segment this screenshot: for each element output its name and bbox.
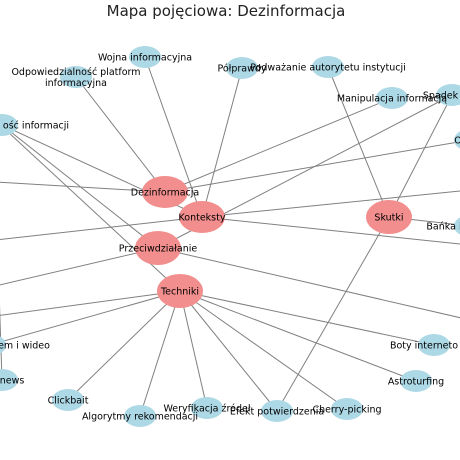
- node-podwazanie-shape: [312, 56, 344, 78]
- node-manipulacja-label: Manipulacja informacją: [337, 94, 447, 105]
- node-dezinformacja-label: Dezinformacja: [131, 188, 199, 199]
- node-spadek-shape: [436, 84, 460, 106]
- node-em_wideo-shape: [0, 336, 6, 354]
- node-astroturfing: Astroturfing: [388, 370, 444, 392]
- edge-techniki-em_wideo: [0, 290, 181, 343]
- node-em_wideo: em i wideo: [0, 336, 50, 354]
- node-konteksty: Konteksty: [179, 201, 226, 233]
- diagram-title: Mapa pojęciowa: Dezinformacja: [107, 2, 346, 20]
- edge-dezinformacja-odpowiedzialnosc: [75, 76, 166, 193]
- node-astroturfing-shape: [400, 370, 432, 392]
- node-dezinformacja-shape: [142, 176, 188, 208]
- node-em_wideo-label: em i wideo: [0, 341, 50, 352]
- node-weryfikacja-label: Weryfikacja źródeł: [163, 404, 250, 415]
- node-news-label: news: [0, 376, 24, 387]
- node-skutki: Skutki: [366, 200, 412, 234]
- node-astroturfing-label: Astroturfing: [388, 377, 444, 388]
- node-wojna-shape: [129, 46, 161, 68]
- edge-konteksty-off_right_a: [201, 190, 460, 218]
- node-techniki-label: Techniki: [160, 287, 199, 298]
- edge-skutki-spadek: [388, 94, 453, 218]
- node-o_right-label: O: [454, 136, 460, 147]
- node-techniki: Techniki: [157, 274, 203, 308]
- node-polprawdy-shape: [226, 57, 258, 79]
- node-clickbait-shape: [52, 389, 84, 411]
- edge-techniki-cherry: [179, 290, 348, 410]
- node-polprawdy-label: Półprawdy: [217, 64, 266, 75]
- edge-przeciwdzialanie-off_right_c: [157, 247, 460, 319]
- node-efekt-shape: [261, 400, 293, 422]
- node-skutki-label: Skutki: [374, 213, 403, 224]
- node-techniki-shape: [157, 274, 203, 308]
- node-osc_informacji: ość informacji: [0, 114, 69, 136]
- node-osc_informacji-shape: [0, 114, 18, 136]
- edge-konteksty-wojna: [144, 56, 203, 218]
- node-clickbait: Clickbait: [48, 389, 89, 411]
- node-efekt-label: Efekt potwierdzenia: [230, 407, 324, 418]
- edge-techniki-astroturfing: [179, 290, 417, 382]
- edge-przeciwdzialanie-osc_informacji: [1, 124, 159, 249]
- node-efekt: Efekt potwierdzenia: [230, 400, 324, 422]
- node-odpowiedzialnosc-shape: [60, 66, 92, 88]
- node-o_right: O: [454, 131, 460, 149]
- node-banka: Bańka i: [426, 217, 460, 235]
- node-algorytmy: Algorytmy rekomendacji: [82, 405, 198, 427]
- node-dezinformacja: Dezinformacja: [131, 176, 199, 208]
- node-spadek: Spadek zaufan: [423, 84, 460, 106]
- edge-skutki-podwazanie: [327, 66, 390, 218]
- edges-layer: [0, 56, 460, 417]
- node-o_right-shape: [454, 131, 460, 149]
- node-algorytmy-shape: [124, 405, 156, 427]
- node-manipulacja-shape: [376, 87, 408, 109]
- node-polprawdy: Półprawdy: [217, 57, 267, 79]
- node-przeciwdzialanie-shape: [135, 231, 181, 265]
- edge-skutki-efekt: [276, 216, 390, 412]
- node-podwazanie: Podważanie autorytetu instytucji: [250, 56, 406, 78]
- edge-techniki-efekt: [179, 290, 278, 412]
- node-banka-label: Bańka i: [426, 222, 460, 233]
- node-news-shape: [0, 369, 18, 391]
- node-banka-shape: [454, 217, 460, 235]
- node-konteksty-shape: [179, 201, 225, 233]
- edge-konteksty-off_right_b: [201, 216, 460, 245]
- node-konteksty-label: Konteksty: [179, 213, 226, 224]
- node-osc_informacji-label: ość informacji: [3, 121, 69, 132]
- node-weryfikacja: Weryfikacja źródeł: [163, 397, 251, 419]
- edge-techniki-algorytmy: [139, 290, 181, 417]
- edge-dezinformacja-manipulacja: [164, 97, 393, 193]
- node-cherry: Cherry-picking: [312, 398, 382, 420]
- edge-konteksty-polprawdy: [201, 67, 243, 218]
- edge-techniki-clickbait: [67, 290, 181, 401]
- node-wojna: Wojna informacyjna: [98, 46, 192, 68]
- node-wojna-label: Wojna informacyjna: [98, 53, 192, 64]
- node-cherry-label: Cherry-picking: [312, 405, 381, 416]
- node-przeciwdzialanie-label: Przeciwdziałanie: [119, 244, 198, 255]
- node-spadek-label: Spadek zaufan: [423, 91, 460, 102]
- node-news: news: [0, 369, 24, 391]
- edge-konteksty-off_left_b: [0, 216, 203, 240]
- node-algorytmy-label: Algorytmy rekomendacji: [82, 412, 198, 423]
- edge-techniki-weryfikacja: [179, 290, 208, 409]
- edge-techniki-off_left_d: [0, 290, 181, 316]
- node-podwazanie-label: Podważanie autorytetu instytucji: [250, 63, 406, 74]
- node-manipulacja: Manipulacja informacją: [337, 87, 447, 109]
- node-boty: Boty interneto: [390, 334, 458, 356]
- edge-techniki-boty: [179, 290, 435, 346]
- node-clickbait-label: Clickbait: [48, 396, 89, 407]
- edge-przeciwdzialanie-off_left_c: [0, 247, 159, 286]
- node-boty-label: Boty interneto: [390, 341, 458, 352]
- node-przeciwdzialanie: Przeciwdziałanie: [119, 231, 198, 265]
- edge-dezinformacja-o_right: [164, 141, 460, 193]
- node-cherry-shape: [331, 398, 363, 420]
- node-boty-shape: [418, 334, 450, 356]
- node-weryfikacja-shape: [191, 397, 223, 419]
- node-skutki-shape: [366, 200, 412, 234]
